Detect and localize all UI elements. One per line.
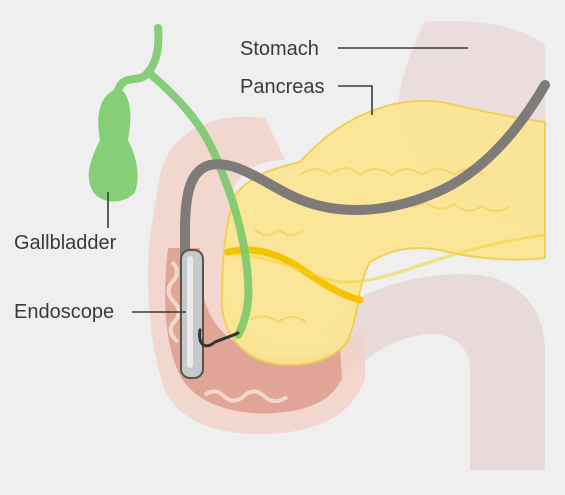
duodenum-inner — [165, 248, 342, 414]
endoscope-tip-highlight — [187, 256, 193, 368]
pancreatic-duct-main — [234, 233, 546, 284]
endoscope-tube — [180, 80, 550, 260]
gallbladder-shape — [88, 88, 138, 202]
stomach-label: Stomach — [240, 38, 319, 60]
jejunum-shape — [320, 274, 545, 470]
pancreas-label: Pancreas — [240, 76, 325, 98]
gallbladder-label: Gallbladder — [14, 232, 117, 254]
pancreatic-duct — [224, 246, 364, 304]
bile-duct — [114, 24, 253, 339]
duodenum-folds — [166, 260, 289, 403]
endoscope-label: Endoscope — [14, 301, 114, 323]
endoscope-catheter — [198, 328, 240, 348]
pancreas-texture — [249, 167, 511, 324]
pancreas-shape — [220, 99, 546, 366]
pancreas-leader — [338, 85, 373, 115]
